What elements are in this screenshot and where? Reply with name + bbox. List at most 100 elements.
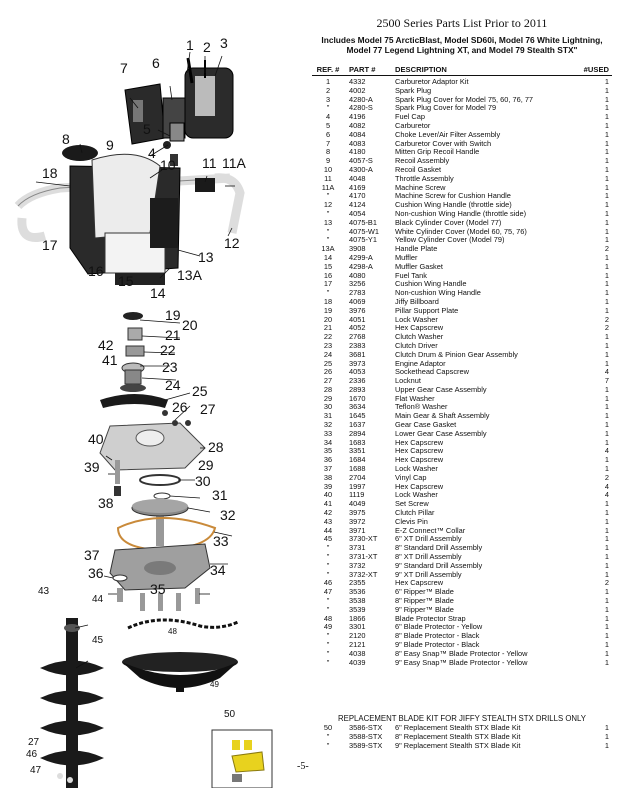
auger-drill-drawing [40, 618, 104, 788]
callout-14: 14 [150, 285, 166, 301]
ref-cell: 15 [323, 261, 333, 271]
quantity-cell: 1 [604, 631, 609, 641]
quantity-cell: 1 [604, 402, 609, 412]
diagram-drawing [14, 51, 273, 789]
ref-cell: 19 [323, 305, 333, 315]
callout-13a: 13A [177, 267, 202, 283]
part-number-cell: 4280-S [349, 103, 373, 113]
ref-cell: " [326, 552, 330, 562]
ref-cell: 41 [323, 499, 333, 509]
callout-35: 35 [150, 581, 166, 597]
ref-cell: 29 [323, 393, 333, 403]
description-cell: Muffler Gasket [395, 261, 443, 271]
model-subtitle: Includes Model 75 ArcticBlast, Model SD6… [312, 35, 612, 55]
quantity-cell: 2 [604, 244, 609, 254]
part-number-cell: 1119 [349, 490, 365, 500]
ref-cell: 39 [323, 481, 333, 491]
description-cell: Lock Washer [395, 314, 438, 324]
callout-24: 24 [165, 377, 181, 393]
description-cell: 8" Easy Snap™ Blade Protector - Yellow [395, 648, 528, 658]
description-cell: 8" Standard Drill Assembly [395, 543, 483, 553]
quantity-cell: 1 [604, 252, 609, 262]
quantity-cell: 1 [604, 156, 609, 166]
description-cell: Carburetor Cover with Switch [395, 138, 492, 148]
part-number-cell: 1670 [349, 393, 366, 403]
ref-cell: 21 [323, 323, 333, 333]
description-cell: Muffler [395, 252, 418, 262]
quantity-cell: 1 [604, 270, 609, 280]
description-cell: 9" Replacement Stealth STX Blade Kit [395, 740, 521, 750]
part-number-cell: 4053 [349, 367, 366, 377]
part-number-cell: 2120 [349, 631, 366, 641]
description-cell: 9" Ripper™ Blade [395, 604, 454, 614]
part-number-cell: 2121 [349, 640, 366, 649]
quantity-cell: 1 [604, 455, 609, 465]
description-cell: Fuel Tank [395, 270, 427, 280]
description-cell: Choke Lever/Air Filter Assembly [395, 129, 501, 139]
lower-gear-case-drawing [109, 543, 211, 611]
quantity-cell: 1 [604, 103, 609, 113]
part-number-cell: 4180 [349, 147, 366, 157]
ref-cell: " [326, 604, 330, 614]
quantity-cell: 1 [604, 657, 609, 667]
description-cell: Black Cylinder Cover (Model 77) [395, 217, 502, 227]
callout-41: 41 [102, 352, 118, 368]
description-cell: 6" Blade Protector - Yellow [395, 622, 483, 632]
part-number-cell: 3973 [349, 358, 366, 368]
quantity-cell: 1 [604, 164, 609, 174]
callout-25: 25 [192, 383, 208, 399]
quantity-cell: 1 [604, 613, 609, 623]
callout-26: 26 [172, 399, 188, 415]
carburetor-drawing [162, 97, 186, 149]
ref-cell: 16 [323, 270, 333, 280]
description-cell: Jiffy Billboard [395, 296, 439, 306]
ref-cell: " [326, 731, 330, 741]
ref-cell: " [326, 631, 330, 641]
callout-40: 40 [88, 431, 104, 447]
callout-22: 22 [160, 342, 176, 358]
part-number-cell: 4051 [349, 314, 366, 324]
part-number-cell: 4038 [349, 648, 366, 658]
ref-cell: 10 [323, 164, 333, 174]
ref-cell: 20 [323, 314, 333, 324]
part-number-cell: 4039 [349, 657, 366, 667]
quantity-cell: 2 [604, 578, 609, 588]
ref-cell: 11 [324, 173, 332, 183]
quantity-cell: 2 [604, 314, 609, 324]
callout-31: 31 [212, 487, 228, 503]
description-cell: Hex Capscrew [395, 481, 444, 491]
part-number-cell: 4052 [349, 323, 366, 333]
part-number-cell: 3589-STX [349, 740, 383, 750]
part-number-cell: 4057-S [349, 156, 373, 166]
part-number-cell: 4075-B1 [349, 217, 377, 227]
part-number-cell: 4299-A [349, 252, 373, 262]
quantity-cell: 1 [604, 349, 609, 359]
ref-cell: 49 [323, 622, 333, 632]
part-number-cell: 4082 [349, 120, 366, 130]
part-number-cell: 1688 [349, 464, 366, 474]
ref-cell: 17 [323, 279, 333, 289]
callout-21: 21 [165, 327, 181, 343]
description-cell: 9" Easy Snap™ Blade Protector - Yellow [395, 657, 528, 667]
ref-cell: " [326, 235, 330, 245]
header-ref: REF. # [316, 65, 340, 74]
quantity-cell: 1 [604, 437, 609, 447]
ref-cell: 24 [323, 349, 333, 359]
